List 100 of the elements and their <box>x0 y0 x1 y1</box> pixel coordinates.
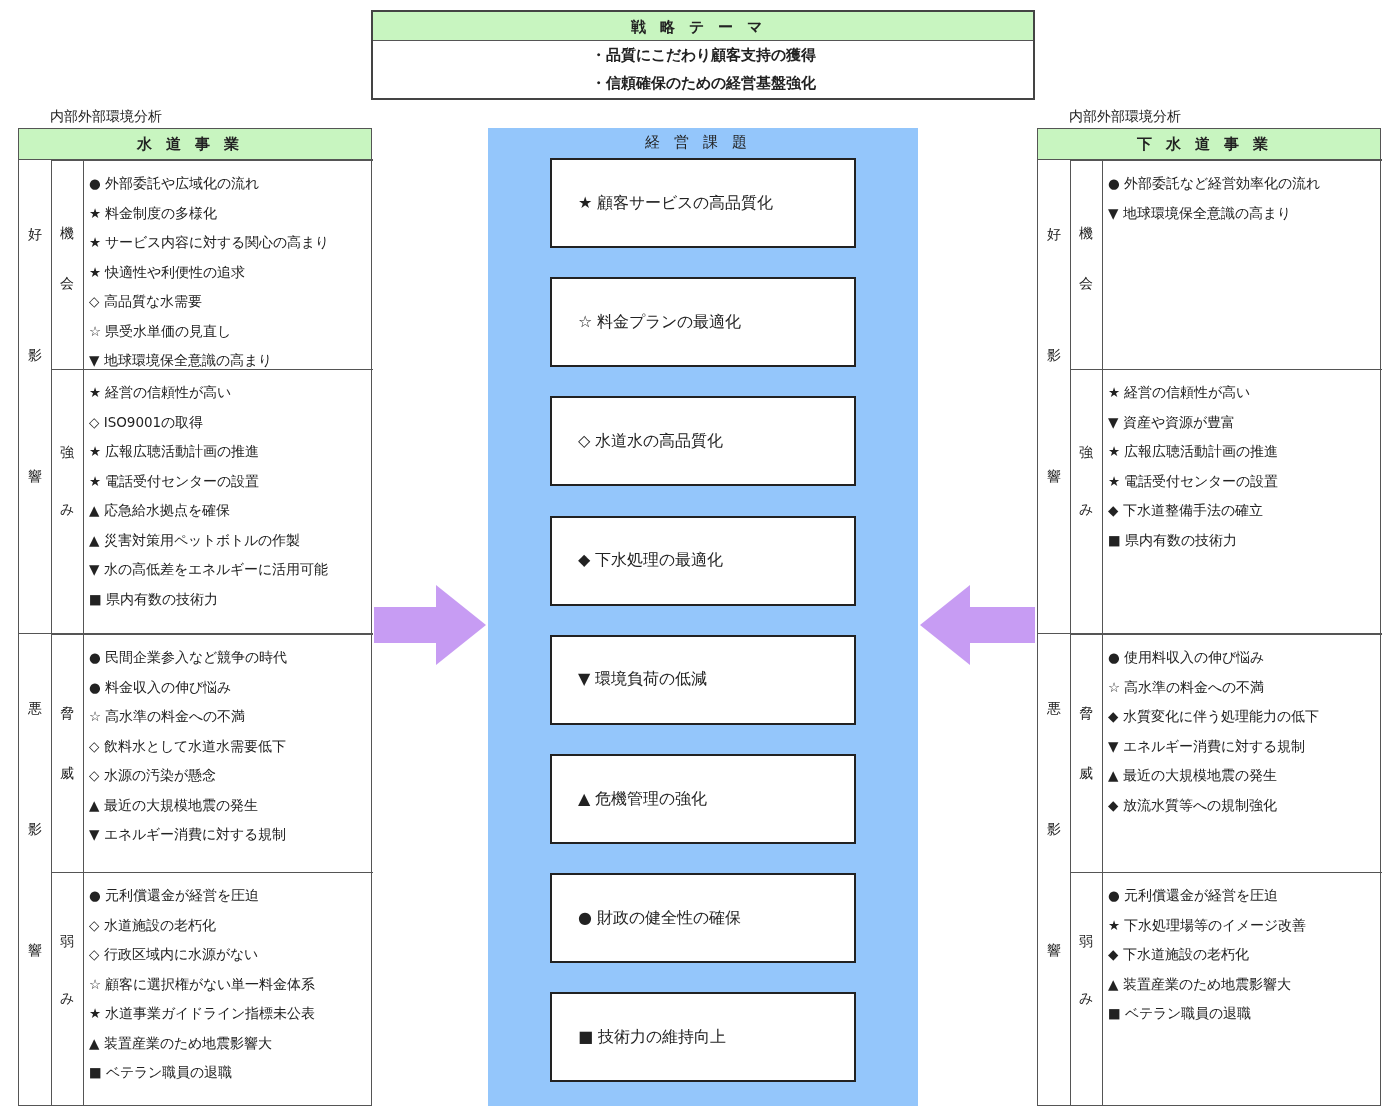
list-item: ◇ ISO9001の取得 <box>89 412 205 432</box>
list-item: ▼ 地球環境保全意識の高まり <box>89 351 273 370</box>
issue-text: ■ 技術力の維持向上 <box>578 1026 727 1048</box>
list-item: ◆ 下水道施設の老朽化 <box>1108 945 1250 964</box>
cell-label: 弱み <box>1077 922 1095 1059</box>
impact-band <box>19 633 373 1106</box>
list-item: ★ 電話受付センターの設置 <box>89 471 261 491</box>
list-item: ■ ベテラン職員の退職 <box>89 1063 234 1082</box>
block-arrow <box>920 585 1035 665</box>
panel-heading: 経営課題 <box>644 133 762 152</box>
list-item: ★ 水道事業ガイドライン指標未公表 <box>89 1004 317 1023</box>
list-item: ◆ 水質変化に伴う処理能力の低下 <box>1108 707 1320 726</box>
issues-panel <box>488 128 918 1106</box>
theme-line: ・信頼確保のための経営基盤強化 <box>589 74 817 93</box>
issue-box <box>550 634 856 725</box>
swot-cell <box>51 369 373 634</box>
list-item: ☆ 顧客に選択権がない単一料金体系 <box>89 974 317 994</box>
list-item: ▼ 水の高低差をエネルギーに活用可能 <box>89 560 329 579</box>
issue-text: ★ 顧客サービスの高品質化 <box>578 192 774 214</box>
theme-box <box>371 10 1035 100</box>
issue-text: ▼ 環境負荷の低減 <box>578 669 708 691</box>
block-arrow <box>374 585 486 665</box>
list-item: ◆ 下水道整備手法の確立 <box>1108 501 1264 520</box>
list-item: ☆ 県受水単価の見直し <box>89 321 233 341</box>
analysis-table <box>18 128 372 1106</box>
list-item: ★ 広報広聴活動計画の推進 <box>89 442 261 461</box>
list-item: ● 外部委託など経営効率化の流れ <box>1108 174 1322 193</box>
list-item: ● 外部委託や広域化の流れ <box>89 174 261 193</box>
issue-box <box>550 396 856 487</box>
issue-box <box>550 515 856 606</box>
list-item: ◆ 放流水質等への規制強化 <box>1108 795 1278 815</box>
list-item: ★ サービス内容に対する関心の高まり <box>89 233 331 252</box>
issue-text: ● 財政の健全性の確保 <box>578 907 742 929</box>
list-item: ● 民間企業参入など競争の時代 <box>89 648 289 667</box>
issue-text: ▲ 危機管理の強化 <box>578 788 708 810</box>
list-item: ◇ 行政区域内に水源がない <box>89 945 259 964</box>
issue-box <box>550 754 856 844</box>
swot-cell <box>51 160 373 369</box>
issue-text: ◇ 水道水の高品質化 <box>578 430 724 452</box>
cell-label: 機会 <box>1077 215 1095 315</box>
table-caption: 内部外部環境分析 <box>50 108 162 126</box>
band-label: 悪影響 <box>1045 690 1063 1051</box>
swot-cell <box>1070 634 1382 872</box>
list-item: ▲ 災害対策用ペットボトルの作製 <box>89 530 301 550</box>
list-item: ● 使用料収入の伸び悩み <box>1108 648 1266 667</box>
cell-label: 脅威 <box>1077 693 1095 814</box>
cell-label: 強み <box>1077 434 1095 570</box>
analysis-table <box>1037 128 1381 1106</box>
list-item: ▼ エネルギー消費に対する規制 <box>1108 736 1306 756</box>
list-item: ▲ 応急給水拠点を確保 <box>89 501 231 520</box>
list-item: ▼ 資産や資源が豊富 <box>1108 412 1236 432</box>
impact-band <box>1038 633 1382 1106</box>
list-item: ★ 料金制度の多様化 <box>89 203 219 223</box>
theme-heading: 戦略テーマ <box>373 12 1033 41</box>
list-item: ▲ 装置産業のため地震影響大 <box>1108 974 1292 994</box>
list-item: ☆ 高水準の料金への不満 <box>89 707 247 726</box>
list-item: ★ 経営の信頼性が高い <box>1108 383 1252 402</box>
list-item: ▼ 地球環境保全意識の高まり <box>1108 203 1292 223</box>
list-item: ● 元利償還金が経営を圧迫 <box>1108 886 1280 905</box>
cell-label: 機会 <box>58 215 76 315</box>
swot-cell <box>1070 872 1382 1106</box>
list-item: ▼ エネルギー消費に対する規制 <box>89 825 287 844</box>
list-item: ◇ 飲料水として水道水需要低下 <box>89 736 287 756</box>
list-item: ▲ 装置産業のため地震影響大 <box>89 1033 273 1053</box>
list-item: ▲ 最近の大規模地震の発生 <box>1108 766 1278 785</box>
table-heading: 下水道事業 <box>1038 129 1380 160</box>
band-label: 悪影響 <box>26 690 44 1051</box>
swot-cell <box>51 634 373 872</box>
band-label: 好影響 <box>26 216 44 577</box>
issue-text: ◆ 下水処理の最適化 <box>578 550 724 572</box>
table-caption: 内部外部環境分析 <box>1069 108 1181 126</box>
list-item: ■ 県内有数の技術力 <box>1108 530 1239 550</box>
list-item: ◇ 水源の汚染が懸念 <box>89 766 217 785</box>
band-label: 好影響 <box>1045 216 1063 577</box>
list-item: ★ 下水処理場等のイメージ改善 <box>1108 915 1308 935</box>
issue-box <box>550 277 856 368</box>
issue-box <box>550 158 856 248</box>
issue-box <box>550 992 856 1083</box>
list-item: ★ 広報広聴活動計画の推進 <box>1108 442 1280 461</box>
list-item: ★ 快適性や利便性の追求 <box>89 262 247 282</box>
swot-cell <box>51 872 373 1106</box>
list-item: ◇ 高品質な水需要 <box>89 292 203 311</box>
list-item: ● 元利償還金が経営を圧迫 <box>89 886 261 905</box>
list-item: ◇ 水道施設の老朽化 <box>89 915 217 935</box>
cell-label: 弱み <box>58 922 76 1059</box>
list-item: ☆ 高水準の料金への不満 <box>1108 677 1266 697</box>
list-item: ● 料金収入の伸び悩み <box>89 677 233 697</box>
cell-label: 強み <box>58 434 76 570</box>
swot-cell <box>1070 369 1382 634</box>
list-item: ▲ 最近の大規模地震の発生 <box>89 795 259 815</box>
list-item: ★ 電話受付センターの設置 <box>1108 471 1280 491</box>
list-item: ★ 経営の信頼性が高い <box>89 383 233 402</box>
table-heading: 水道事業 <box>19 129 371 160</box>
issue-box <box>550 873 856 964</box>
theme-line: ・品質にこだわり顧客支持の獲得 <box>589 46 817 65</box>
list-item: ■ ベテラン職員の退職 <box>1108 1004 1253 1023</box>
list-item: ■ 県内有数の技術力 <box>89 589 220 609</box>
swot-cell <box>1070 160 1382 369</box>
issue-text: ☆ 料金プランの最適化 <box>578 311 742 333</box>
cell-label: 脅威 <box>58 693 76 814</box>
